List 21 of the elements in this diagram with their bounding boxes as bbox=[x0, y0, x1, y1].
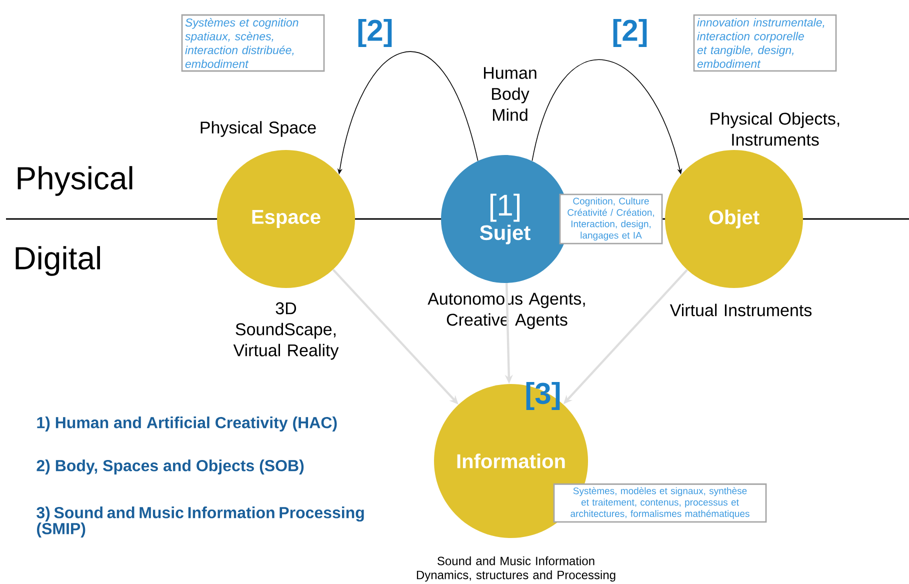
caption-text: Human Body Mind bbox=[484, 67, 536, 121]
caption-text: 3D SoundScape, Virtual Reality bbox=[233, 302, 339, 360]
caption-text: Virtual Instruments bbox=[670, 304, 812, 316]
circle-node: Espace bbox=[217, 150, 355, 288]
circle-node: [1] Sujet bbox=[441, 155, 569, 283]
note-box: innovation instrumentale, interaction corporelle et tangible, design, embodiment bbox=[693, 14, 837, 72]
heading-text: Digital bbox=[16, 246, 100, 276]
list-item: 2) Body, Spaces and Objects (SOB) bbox=[36, 460, 304, 474]
edge-label: [2] bbox=[613, 19, 647, 47]
caption-text: Autonomous Agents, Creative Agents bbox=[428, 292, 585, 330]
caption-text: Sound and Music Information Dynamics, structures and Processing bbox=[416, 556, 616, 582]
edge-label: [2] bbox=[358, 19, 392, 47]
note-box: Systèmes et cognition spatiaux, scènes, interaction distribuée, embodiment bbox=[181, 14, 325, 72]
caption-text: Physical Space bbox=[200, 121, 316, 137]
circle-node: Objet bbox=[665, 150, 804, 288]
heading-text: Physical bbox=[18, 166, 132, 196]
list-item: 1) Human and Artificial Creativity (HAC) bbox=[37, 416, 337, 432]
caption-text: Physical Objects, Instruments bbox=[710, 112, 840, 146]
list-item: 3) Sound and Music Information Processing (SMIP) bbox=[36, 506, 364, 538]
note-box: Systèmes, modèles et signaux, synthèse et traitement, contenus, processus et architectures, formalismes mathématiques bbox=[553, 483, 767, 523]
note-box: Cognition, Culture Créativité / Création, Interaction, design, langages et IA bbox=[559, 194, 663, 244]
